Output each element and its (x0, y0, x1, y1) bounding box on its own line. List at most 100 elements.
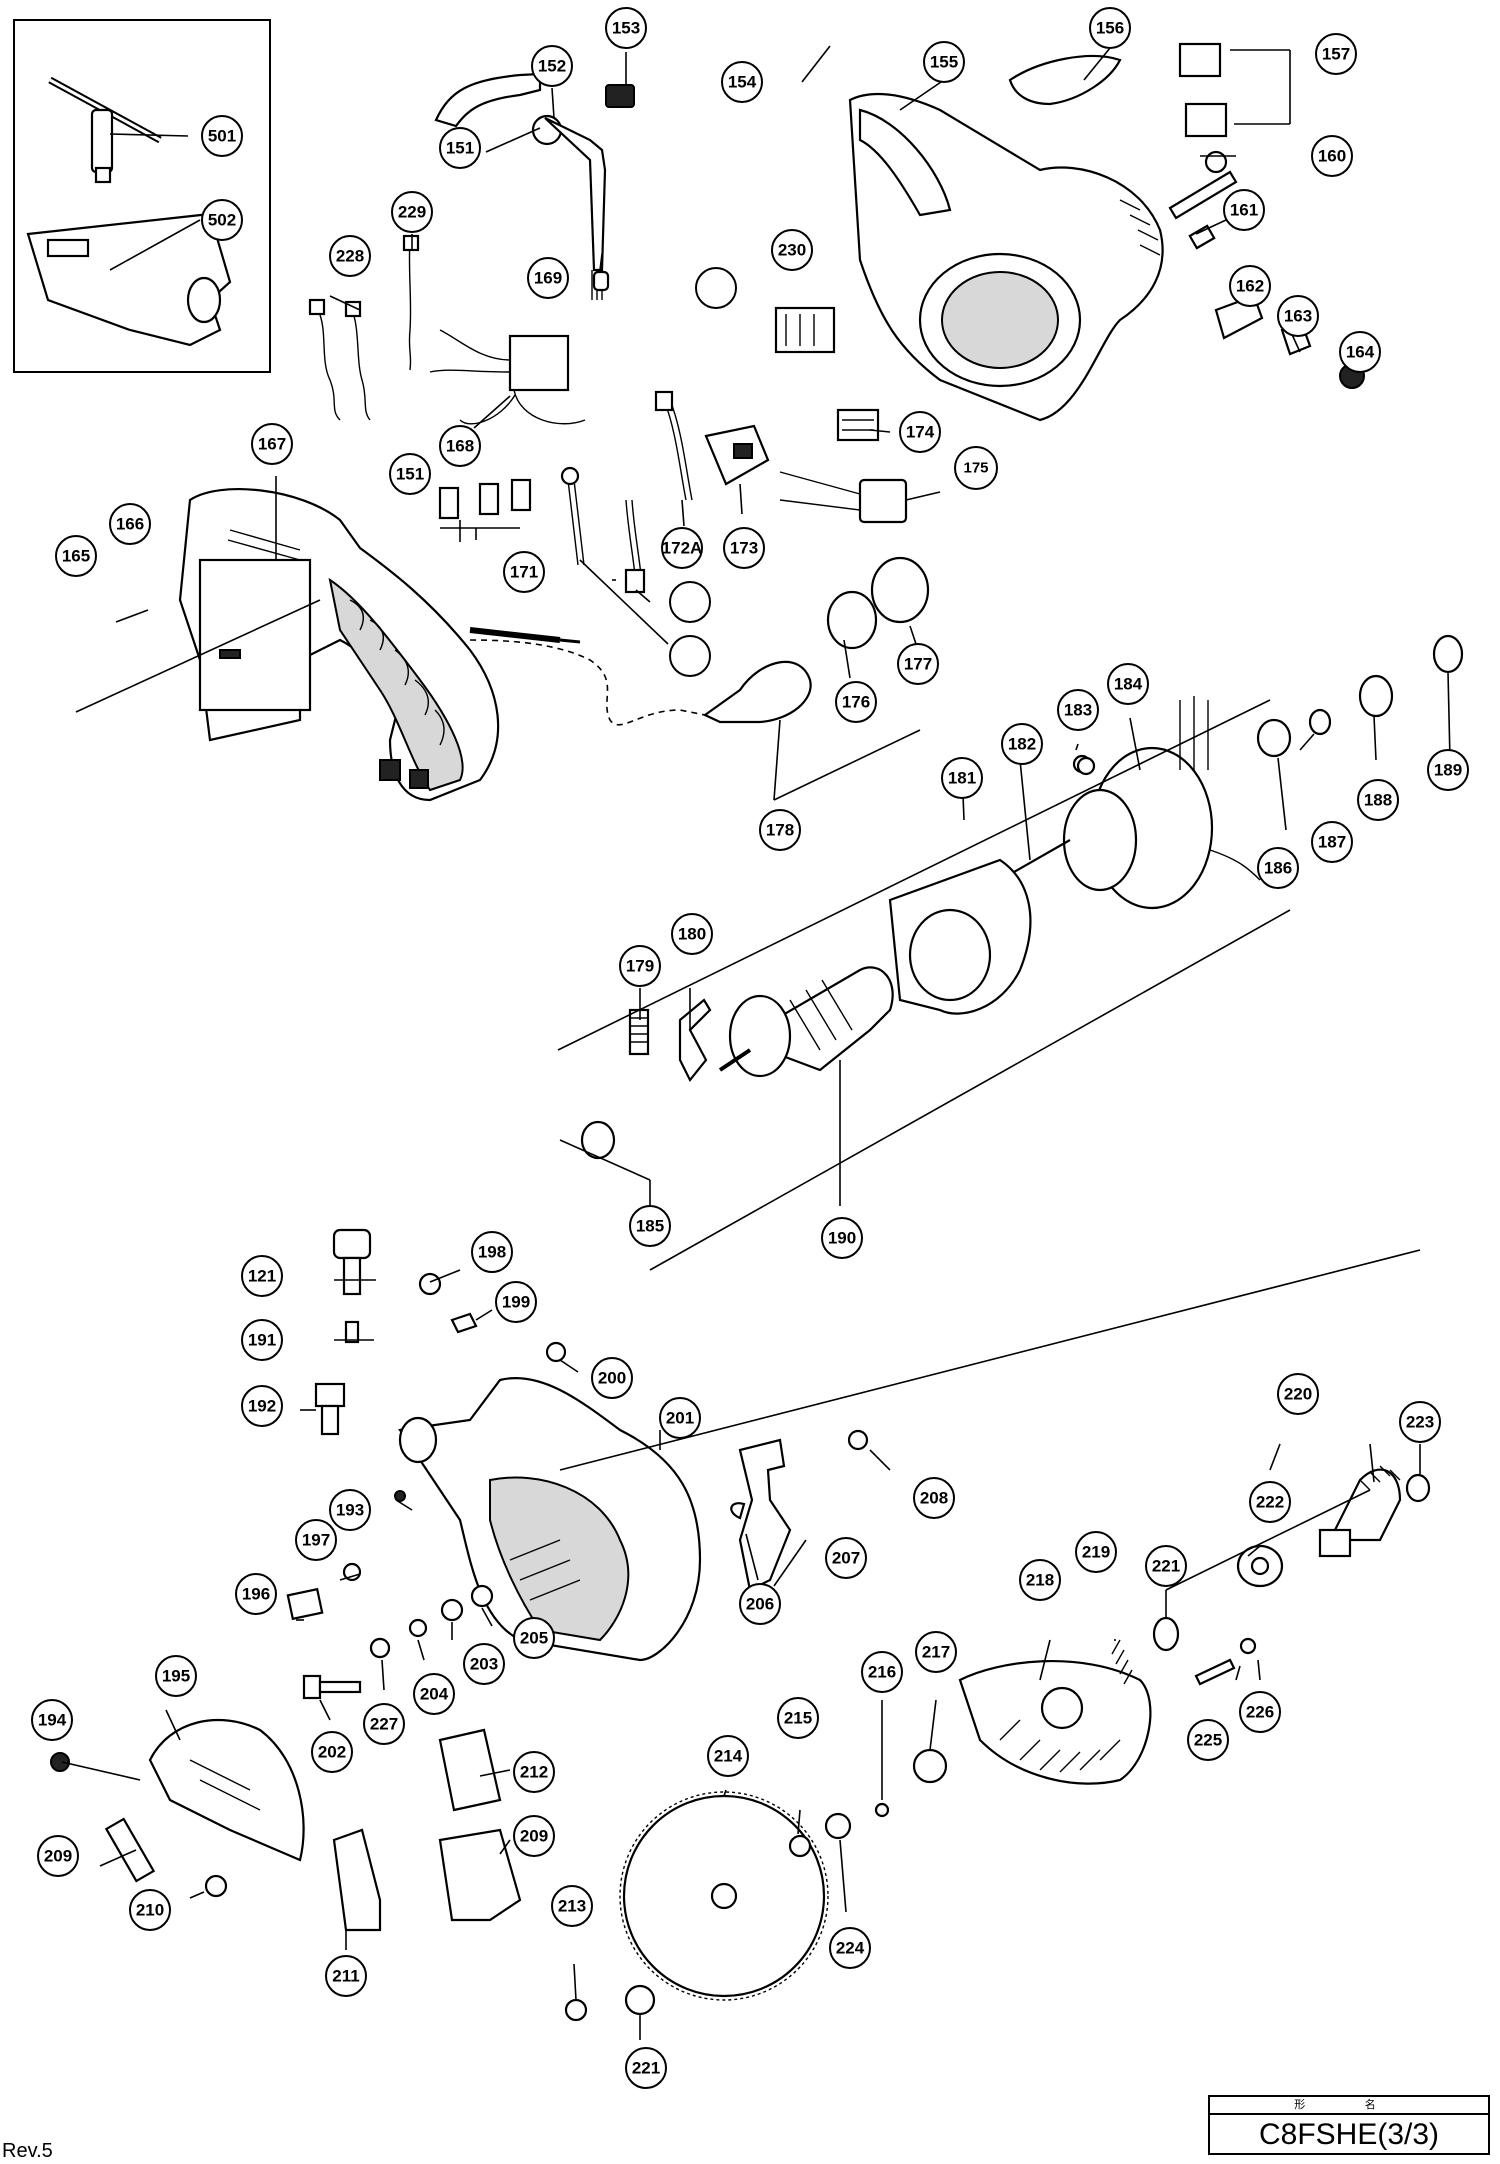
callout-200: 203 (463, 1643, 505, 1685)
bolt-190-drawing (314, 1382, 346, 1436)
callout-174: 177 (897, 643, 939, 685)
spring-plate-drawing (678, 998, 712, 1083)
callout-209-b: 209 (513, 1815, 555, 1857)
callout-230 (669, 635, 711, 677)
svg-text:204: 204 (420, 1685, 449, 1704)
svg-text:156: 156 (1096, 19, 1124, 38)
svg-text:195: 195 (162, 1667, 190, 1686)
callout-158: 161 (1223, 189, 1265, 231)
callout-226: 229 (391, 191, 433, 233)
svg-text:200: 200 (598, 1369, 626, 1388)
spring-189-drawing (344, 1320, 360, 1344)
callout-202: 205 (513, 1617, 555, 1659)
brush-caps-drawing (1178, 42, 1228, 138)
svg-text:229: 229 (398, 203, 426, 222)
spring-216-drawing (1111, 1639, 1133, 1685)
nut-121-drawing (394, 1490, 406, 1502)
cord-clip-drawing (605, 84, 635, 108)
callout-206: 209 (37, 1835, 79, 1877)
svg-text:223: 223 (1406, 1413, 1434, 1432)
callout-221: 224 (829, 1927, 871, 1969)
svg-text:186: 186 (1264, 859, 1292, 878)
hex-bar-wrench-drawing (48, 76, 162, 184)
safety-cover-drawing (50, 1718, 305, 1862)
label-193-drawing (286, 1587, 324, 1621)
bolt-210-drawing (564, 1998, 588, 2022)
callout-171: 174 (899, 411, 941, 453)
motor-housing-drawing (848, 92, 1164, 422)
svg-text:209: 209 (44, 1847, 72, 1866)
bearing-holders-drawing (826, 556, 930, 650)
callout-192: 195 (155, 1655, 197, 1697)
switch-drawing (704, 424, 770, 486)
svg-text:163: 163 (1284, 307, 1312, 326)
callout-163: 166 (109, 503, 151, 545)
callout-190: 192 (241, 1385, 283, 1427)
callout-152: 152 (531, 45, 573, 87)
connector-171-drawing (836, 408, 880, 442)
callout-212: 215 (777, 1697, 819, 1739)
flange-214-drawing (912, 1748, 948, 1784)
stator-drawing (1062, 696, 1261, 910)
svg-text:213: 213 (558, 1897, 586, 1916)
svg-text:174: 174 (906, 423, 935, 442)
brush-spring-drawing (628, 1008, 650, 1056)
label-206-drawing (104, 1817, 156, 1883)
brush-holder-172a-drawing (779, 471, 908, 524)
svg-text:196: 196 (242, 1585, 270, 1604)
callout-227: 230 (771, 229, 813, 271)
accessory-inset-box (13, 19, 271, 373)
svg-text:171: 171 (510, 563, 538, 582)
svg-text:193: 193 (336, 1501, 364, 1520)
svg-text:201: 201 (666, 1409, 694, 1428)
screw-207-drawing (204, 1874, 228, 1898)
svg-text:212: 212 (520, 1763, 548, 1782)
callout-169: 172A (661, 527, 703, 569)
screw-197-drawing (545, 1341, 567, 1363)
callout-222: 225 (1187, 1719, 1229, 1761)
callout-156: 156 (1089, 7, 1131, 49)
svg-text:177: 177 (904, 655, 932, 674)
svg-text:197: 197 (302, 1531, 330, 1550)
knob-bolt-drawing (332, 1228, 372, 1296)
callout-195: 198 (471, 1231, 513, 1273)
svg-text:151: 151 (396, 465, 424, 484)
svg-text:214: 214 (714, 1747, 743, 1766)
housing-screw-drawing (1168, 150, 1238, 220)
callout-175: 178 (759, 809, 801, 851)
callout-191: 194 (31, 1699, 73, 1741)
svg-text:219: 219 (1082, 1543, 1110, 1562)
svg-text:202: 202 (318, 1743, 346, 1762)
blade-washers-drawing (624, 1802, 890, 2016)
svg-text:153: 153 (612, 19, 640, 38)
callout-187: 190 (821, 1217, 863, 1259)
svg-text:182: 182 (1008, 735, 1036, 754)
callout-160: 163 (1277, 295, 1319, 337)
svg-text:205: 205 (520, 1629, 548, 1648)
callout-178: 181 (941, 757, 983, 799)
wire-connector-drawing (592, 270, 610, 292)
callout-199: 202 (311, 1731, 353, 1773)
callout-501: 501 (201, 115, 243, 157)
washer-180-drawing (1076, 756, 1096, 776)
svg-text:225: 225 (1194, 1731, 1222, 1750)
svg-text:203: 203 (470, 1655, 498, 1674)
svg-text:217: 217 (922, 1643, 950, 1662)
svg-text:151: 151 (446, 139, 474, 158)
svg-text:183: 183 (1064, 701, 1092, 720)
svg-text:220: 220 (1284, 1385, 1312, 1404)
callout-184: 187 (1311, 821, 1353, 863)
svg-text:218: 218 (1026, 1571, 1054, 1590)
wire-169-drawing (654, 390, 693, 501)
callout-215: 218 (1019, 1559, 1061, 1601)
svg-text:206: 206 (746, 1595, 774, 1614)
screw-195-196-drawing (418, 1272, 478, 1334)
callout-151-b: 151 (389, 453, 431, 495)
svg-text:178: 178 (766, 821, 794, 840)
svg-text:208: 208 (920, 1489, 948, 1508)
blade-guard-drawing (958, 1660, 1152, 1785)
svg-text:173: 173 (730, 539, 758, 558)
callout-194: 197 (295, 1519, 337, 1561)
model-number: C8FSHE(3/3) (1258, 2118, 1440, 2151)
callout-221-b: 221 (625, 2047, 667, 2089)
